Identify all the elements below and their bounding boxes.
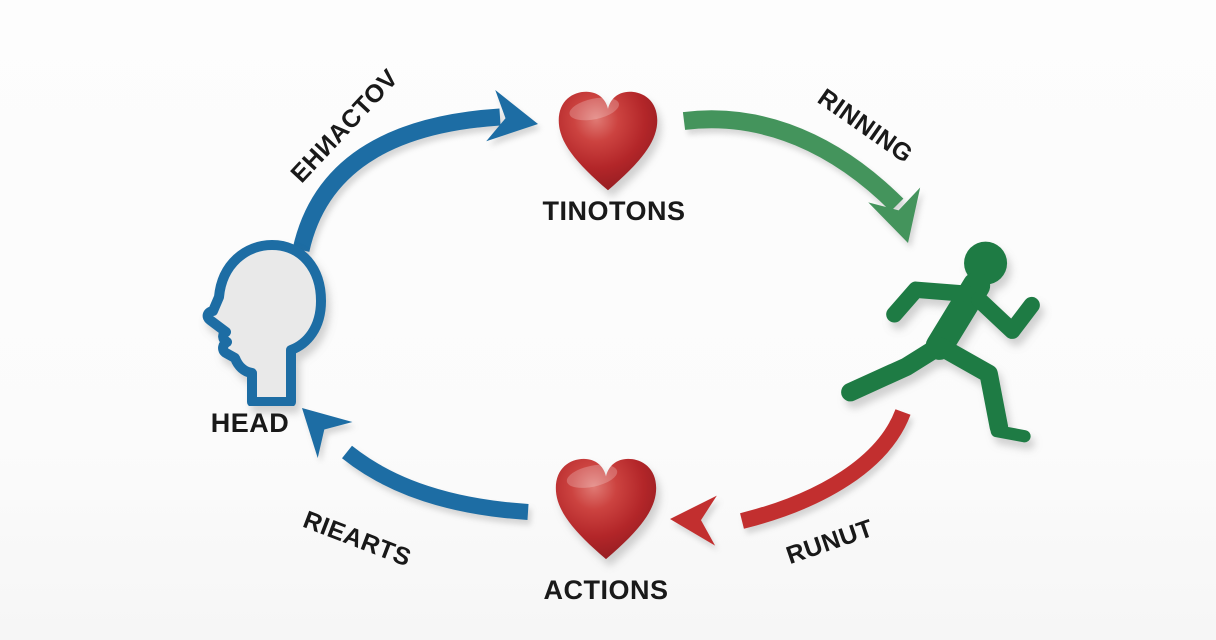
arrow-runner-to-actions (670, 408, 911, 546)
node-label-emotions: TINOTONS (542, 196, 686, 226)
heart-icon (555, 458, 657, 560)
heart-icon (558, 91, 658, 191)
head-profile-icon (202, 240, 326, 406)
arrow-emotions-to-runner (682, 110, 921, 243)
arrow-actions-to-head (302, 408, 529, 520)
node-label-actions: ACTIONS (543, 575, 669, 605)
node-label-head: HEAD (210, 408, 290, 438)
running-person-icon (841, 241, 1040, 443)
arrow-head-to-emotions (292, 90, 538, 252)
